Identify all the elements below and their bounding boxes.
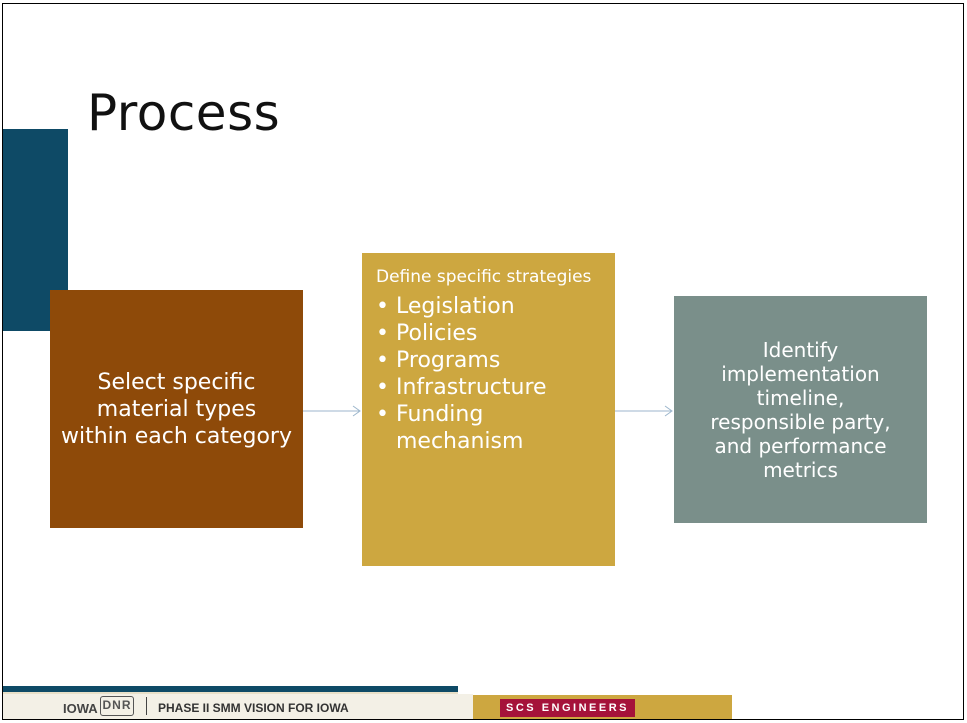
step-2-heading: Define specific strategies xyxy=(376,267,592,287)
footer-banner: IOWA DNR PHASE II SMM VISION FOR IOWA SC… xyxy=(3,686,963,719)
slide-title: Process xyxy=(87,84,281,142)
slide: Process Select specific material types w… xyxy=(2,3,964,720)
list-item: Funding mechanism xyxy=(376,401,605,455)
footer-divider xyxy=(3,692,458,694)
step-2-box: Define specific strategies Legislation P… xyxy=(362,253,615,566)
step-1-text: Select specific material types within ea… xyxy=(61,369,292,449)
footer-iowa-label: IOWA xyxy=(63,701,98,716)
footer-strip xyxy=(3,694,473,719)
footer-separator xyxy=(146,697,147,715)
dnr-logo: DNR xyxy=(100,696,134,716)
step-1-box: Select specific material types within ea… xyxy=(50,290,303,528)
strategy-list: Legislation Policies Programs Infrastruc… xyxy=(376,293,605,455)
list-item: Infrastructure xyxy=(376,374,605,401)
step-3-text: Identify implementation timeline, respon… xyxy=(710,337,891,482)
scs-engineers-logo: SCS ENGINEERS xyxy=(500,699,635,717)
arrow-right-icon xyxy=(615,405,673,417)
footer-phase-label: PHASE II SMM VISION FOR IOWA xyxy=(158,701,349,715)
arrow-right-icon xyxy=(303,405,361,417)
step-3-box: Identify implementation timeline, respon… xyxy=(674,296,927,523)
list-item: Policies xyxy=(376,320,605,347)
list-item: Legislation xyxy=(376,293,605,320)
list-item: Programs xyxy=(376,347,605,374)
